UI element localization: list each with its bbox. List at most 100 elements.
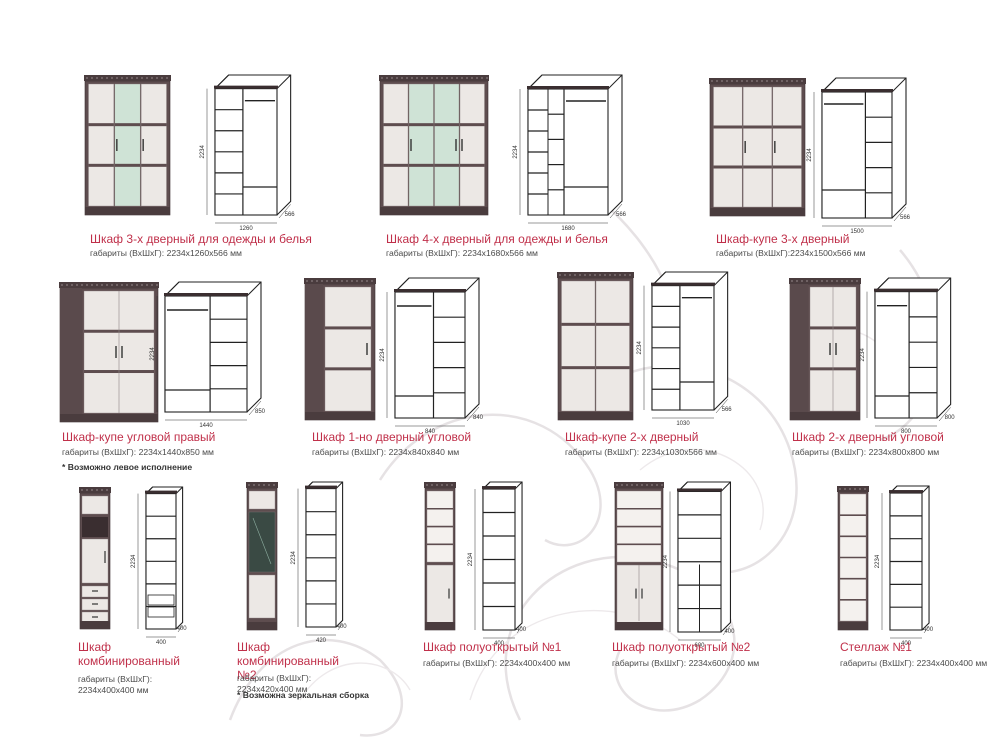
top-board (677, 488, 722, 492)
cornice-stud (151, 77, 153, 79)
cornice-stud (446, 484, 448, 486)
cornice-stud (431, 77, 433, 79)
cornice-stud (751, 80, 753, 82)
product-note: * Возможно левое исполнение (62, 462, 193, 472)
door-divider (88, 163, 114, 167)
cornice-stud (391, 77, 393, 79)
door-divider (434, 163, 459, 167)
door-divider (772, 125, 802, 129)
product-front-image (614, 482, 664, 631)
cornice-stud (166, 77, 168, 79)
cornice-stud (426, 77, 428, 79)
front-view (59, 282, 159, 423)
product-title: Шкаф-купе 2-х дверный (565, 430, 699, 444)
cornice-stud (361, 280, 363, 282)
depth-dimension: 566 (722, 407, 733, 413)
cornice-stud (629, 274, 631, 276)
door-divider (596, 322, 630, 326)
cornice-stud (161, 77, 163, 79)
door-panel (383, 83, 409, 207)
cornice-stud (431, 484, 433, 486)
top-board (527, 86, 609, 89)
interior-drawing (874, 277, 952, 419)
cornice-stud (651, 484, 653, 486)
interior-drawing (164, 281, 262, 413)
door-divider (434, 123, 459, 127)
door-panel (324, 286, 372, 412)
plinth (838, 622, 868, 630)
cornice-stud (371, 280, 373, 282)
cornice-stud (711, 80, 713, 82)
product-front-image (304, 278, 376, 421)
interior-drawing (677, 481, 732, 633)
depth-dimension-line (893, 206, 907, 222)
cornice-stud (263, 484, 265, 486)
cornice-stud (136, 77, 138, 79)
cornice-stud (421, 77, 423, 79)
cornice-stud (771, 80, 773, 82)
cornice-stud (311, 280, 313, 282)
door-panel (595, 280, 630, 412)
cornice-stud (456, 77, 458, 79)
door-panel (88, 83, 115, 207)
door-divider (88, 123, 114, 127)
cornice-stud (621, 484, 623, 486)
cornice-stud (258, 484, 260, 486)
height-dimension: 2234 (860, 347, 866, 361)
door-panel (772, 86, 802, 208)
plinth (615, 622, 663, 630)
cornice-stud (856, 280, 858, 282)
depth-dimension-line (466, 406, 480, 422)
cornice-stud (151, 284, 153, 286)
door-divider (713, 165, 743, 169)
product-front-image (709, 78, 806, 217)
cornice-stud (411, 77, 413, 79)
cornice-stud (121, 77, 123, 79)
cornice-stud (619, 274, 621, 276)
cornice-stud (116, 284, 118, 286)
cornice-stud (131, 77, 133, 79)
top-board (394, 289, 466, 292)
cornice-stud (268, 484, 270, 486)
top-cornice (614, 482, 664, 488)
cornice-stud (781, 80, 783, 82)
cornice-stud (366, 280, 368, 282)
edge (246, 281, 262, 297)
front-view (84, 75, 171, 216)
cornice-stud (604, 274, 606, 276)
cornice-stud (736, 80, 738, 82)
cornice-stud (481, 77, 483, 79)
top-cornice (789, 278, 861, 284)
interior-drawing (651, 271, 729, 411)
product-title: Шкаф 3-х дверный для одежды и белья (90, 232, 312, 246)
door-divider (596, 366, 630, 370)
front-view (837, 486, 869, 631)
cornice-stud (116, 77, 118, 79)
interior-drawing (305, 481, 344, 628)
edge (464, 277, 480, 293)
top-board (214, 85, 278, 89)
product-title: Шкаф полуоткрытый №1 (423, 640, 562, 654)
width-dimension: 400 (156, 640, 167, 646)
cornice-stud (786, 80, 788, 82)
side-wall (305, 284, 323, 420)
top-board (651, 282, 715, 286)
plinth (85, 207, 170, 215)
depth-dimension: 400 (923, 627, 934, 633)
height-dimension: 2234 (513, 145, 519, 159)
edge (607, 74, 623, 90)
cornice-stud (426, 484, 428, 486)
width-dimension: 400 (494, 641, 505, 647)
height-dimension: 2234 (200, 144, 206, 158)
product-dimensions: габариты (ВхШхГ): 2234х1680х566 мм (386, 248, 538, 258)
product-dimensions: габариты (ВхШхГ): 2234х420х400 мм (237, 673, 312, 694)
open-niche (82, 517, 108, 537)
cornice-stud (141, 284, 143, 286)
